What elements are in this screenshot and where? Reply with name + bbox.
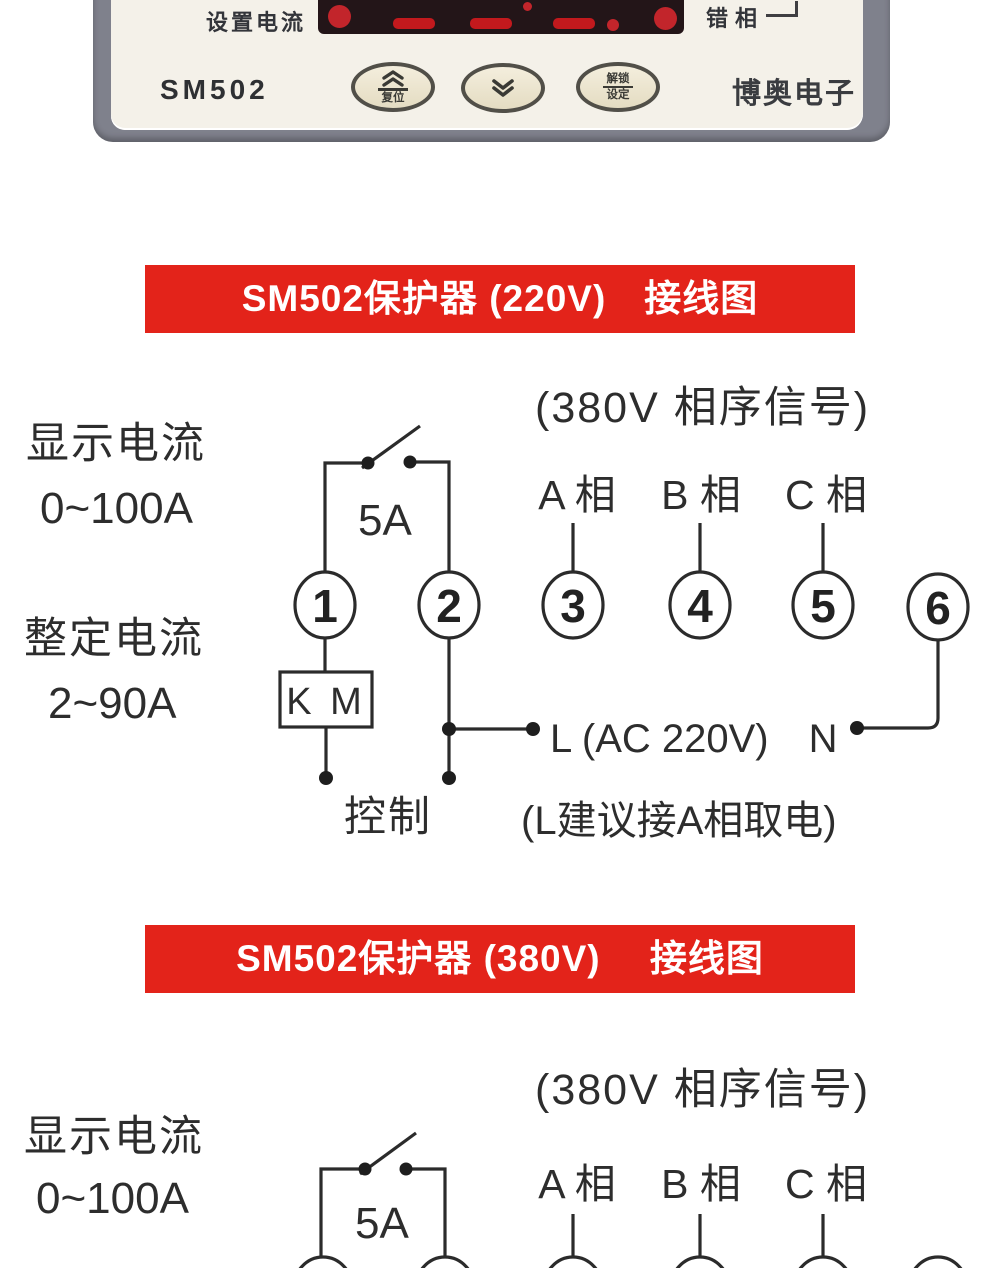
set-label: 设定 bbox=[606, 89, 630, 102]
control-dot bbox=[319, 771, 333, 785]
terminal-circle bbox=[791, 570, 855, 640]
power-label: L (AC 220V) N bbox=[550, 717, 838, 761]
model-label: SM502 bbox=[160, 74, 269, 105]
terminal-circles-220v: 1 2 3 4 5 6 bbox=[293, 570, 970, 642]
terminal-circle bbox=[906, 572, 970, 642]
terminal-circle bbox=[417, 570, 481, 640]
button-divider-line bbox=[603, 85, 633, 89]
display-current-label-220v: 显示电流 bbox=[26, 420, 206, 468]
terminal-circle bbox=[675, 1255, 725, 1268]
terminal-circle bbox=[548, 1255, 598, 1268]
terminal-number: 6 bbox=[925, 582, 951, 634]
km-label: K M bbox=[286, 681, 366, 723]
right-indicator-led bbox=[654, 7, 677, 30]
switch-contact-dot bbox=[399, 1162, 413, 1176]
display-current-label-380v: 显示电流 bbox=[24, 1113, 204, 1161]
terminal-number: 3 bbox=[560, 580, 586, 632]
banner-380v-title: SM502保护器 (380V) 接线图 bbox=[145, 925, 855, 993]
terminal-circle bbox=[913, 1255, 963, 1268]
wire-fuse-left bbox=[323, 461, 366, 572]
display-range-label-220v: 0~100A bbox=[40, 484, 193, 533]
terminal-number: 4 bbox=[687, 580, 713, 632]
switch-contact-dot bbox=[358, 1162, 372, 1176]
reset-button-label: 复位 bbox=[381, 91, 405, 104]
wire-fuse-right bbox=[412, 460, 451, 572]
setting-current-label: 整定电流 bbox=[24, 615, 204, 663]
digit-segment bbox=[470, 18, 512, 29]
junction-dots-220v bbox=[319, 455, 864, 785]
brand-label: 博奥电子 bbox=[732, 78, 857, 110]
phase-a-label-220v: A 相 bbox=[538, 472, 616, 518]
junction-dots-380v bbox=[358, 1162, 413, 1176]
phase-c-label-380v: C 相 bbox=[785, 1161, 867, 1207]
phase-b-label-220v: B 相 bbox=[661, 472, 741, 518]
banner-220v-title: SM502保护器 (220V) 接线图 bbox=[145, 265, 855, 333]
colon-dot bbox=[523, 2, 532, 11]
terminal-circles-380v bbox=[298, 1255, 963, 1268]
terminal-number: 1 bbox=[312, 580, 338, 632]
set-current-label: 设置电流 bbox=[206, 10, 307, 35]
junction-dot bbox=[442, 722, 456, 736]
terminal-number: 5 bbox=[810, 580, 836, 632]
phase-signal-label-220v: (380V 相序信号) bbox=[535, 384, 871, 432]
switch-contact-dot bbox=[361, 456, 375, 470]
up-reset-button: 复位 bbox=[351, 62, 435, 112]
phase-c-label-220v: C 相 bbox=[785, 472, 867, 518]
display-range-label-380v: 0~100A bbox=[36, 1174, 189, 1223]
digit-segment bbox=[553, 18, 595, 29]
phase-error-pointer-line bbox=[766, 1, 798, 17]
wires-220v bbox=[278, 424, 940, 778]
setting-range-label: 2~90A bbox=[48, 679, 177, 728]
phase-a-label-380v: A 相 bbox=[538, 1161, 616, 1207]
wire-fuse-left bbox=[319, 1167, 363, 1256]
wiring-diagram-220v: 1 2 3 4 5 6 K M bbox=[278, 424, 970, 785]
phase-error-label: 错相 bbox=[706, 6, 765, 31]
terminal-circle bbox=[293, 570, 357, 640]
device-panel: 设置电流 错相 SM502 博奥电子 复位 解锁 设定 bbox=[0, 0, 990, 150]
wire-terminal6-N bbox=[857, 639, 940, 730]
terminal-circle bbox=[798, 1255, 848, 1268]
km-box bbox=[278, 670, 374, 729]
terminal-circle bbox=[668, 570, 732, 640]
N-dot bbox=[850, 721, 864, 735]
note-label: (L建议接A相取电) bbox=[521, 799, 837, 843]
wire-fuse-right bbox=[408, 1167, 447, 1256]
digit-segment bbox=[393, 18, 435, 29]
wiring-diagram-380v bbox=[298, 1131, 963, 1268]
terminal-circle bbox=[420, 1255, 470, 1268]
phase-b-label-380v: B 相 bbox=[661, 1161, 741, 1207]
fuse-label-380v: 5A bbox=[355, 1199, 409, 1248]
terminal-circle bbox=[541, 570, 605, 640]
chevron-down-icon bbox=[486, 78, 520, 98]
phase-signal-label-380v: (380V 相序信号) bbox=[535, 1066, 871, 1114]
terminal-circle bbox=[298, 1255, 348, 1268]
left-indicator-led bbox=[328, 5, 351, 28]
switch-contact-dot bbox=[403, 455, 417, 469]
control-dot bbox=[442, 771, 456, 785]
control-label: 控制 bbox=[344, 793, 433, 840]
L-dot bbox=[526, 722, 540, 736]
unlock-label: 解锁 bbox=[606, 72, 630, 85]
chevron-up-icon bbox=[377, 70, 409, 87]
fuse-label-220v: 5A bbox=[358, 496, 412, 545]
button-divider-line bbox=[378, 88, 408, 91]
terminal-number: 2 bbox=[436, 580, 462, 632]
down-button bbox=[461, 63, 545, 113]
unlock-set-button: 解锁 设定 bbox=[576, 62, 660, 112]
led-display bbox=[318, 0, 684, 34]
decimal-dot bbox=[607, 19, 619, 31]
